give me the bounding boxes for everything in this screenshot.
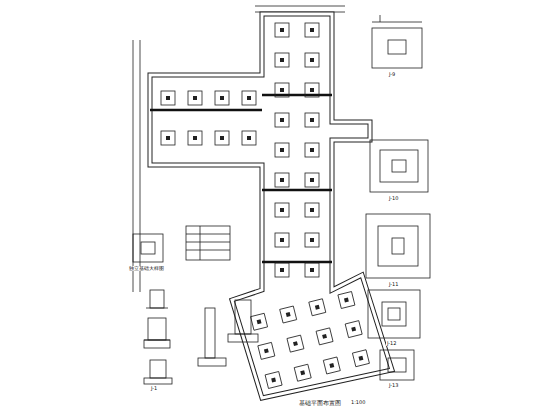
dimension-line	[140, 40, 141, 292]
detail-label: J-12	[386, 341, 397, 346]
dimension-line	[255, 6, 345, 7]
detail-label: J-10	[388, 196, 399, 201]
detail-label: J-13	[388, 383, 399, 388]
detail-label: 独立基础大样图	[128, 266, 165, 271]
detail-label: J-1	[150, 386, 158, 391]
footing-details	[133, 15, 430, 384]
drawing-title: 基础平面布置图	[298, 400, 342, 406]
column-footings	[161, 23, 369, 388]
foundation-walls	[150, 14, 392, 398]
detail-label: J-11	[388, 282, 399, 287]
detail-label: 1:100	[350, 400, 366, 405]
detail-label: J-9	[388, 72, 396, 77]
